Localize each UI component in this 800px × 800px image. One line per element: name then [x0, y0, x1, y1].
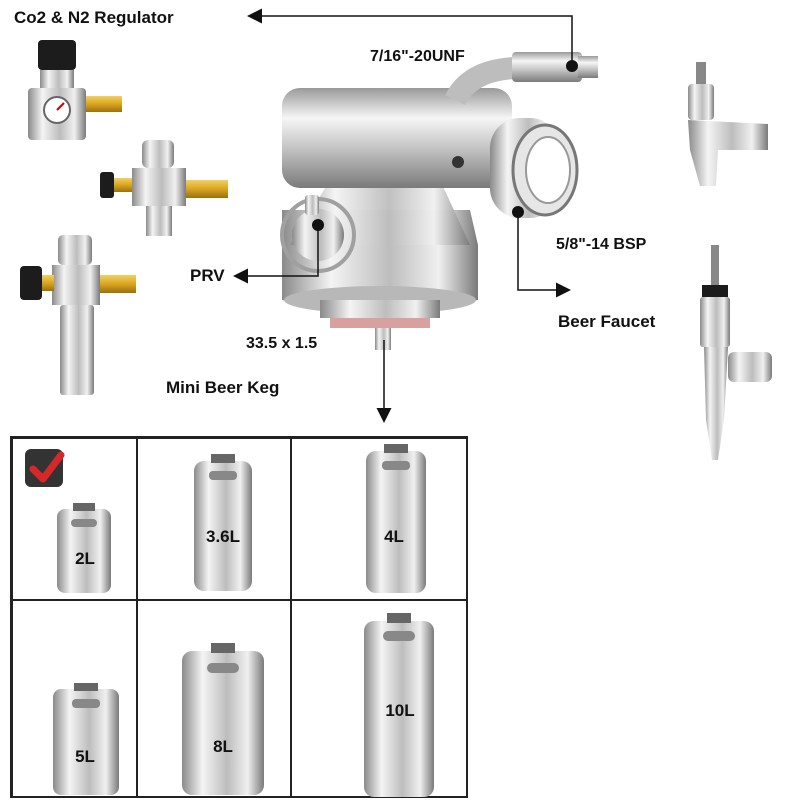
mini-keg-label: Mini Beer Keg	[166, 378, 280, 397]
regulator-label: Co2 & N2 Regulator	[14, 8, 174, 27]
keg-cell-8l[interactable]: 8L	[137, 600, 291, 798]
keg-size-grid: 2L 3.6L 4L 5L 8L	[10, 436, 468, 798]
beer-faucet-label: Beer Faucet	[558, 312, 656, 331]
keg-cell-2l[interactable]: 2L	[12, 438, 137, 600]
keg-2l-icon	[25, 449, 111, 593]
keg-size-8l: 8L	[213, 737, 233, 756]
keg-cell-3-6l[interactable]: 3.6L	[137, 438, 291, 600]
keg-3-6l-icon	[194, 454, 252, 591]
keg-cell-4l[interactable]: 4L	[291, 438, 468, 600]
faucet-1	[688, 62, 768, 186]
keg-cell-5l[interactable]: 5L	[12, 600, 137, 798]
keg-size-5l: 5L	[75, 747, 95, 766]
keg-5l-icon	[53, 683, 119, 795]
prv-label: PRV	[190, 266, 225, 285]
keg-size-10l: 10L	[385, 701, 415, 720]
regulator-1	[28, 40, 122, 140]
regulator-3	[20, 235, 136, 395]
keg-cell-10l[interactable]: 10L	[291, 600, 468, 798]
annotation-arrows	[233, 8, 578, 423]
faucet-2	[700, 245, 772, 460]
keg-size-4l: 4L	[384, 527, 404, 546]
keg-size-3-6l: 3.6L	[205, 527, 241, 546]
keg-size-2l: 2L	[75, 549, 95, 568]
keg-4l-icon	[366, 444, 426, 593]
keg-10l-icon	[364, 613, 434, 797]
keg-thread-label: 33.5 x 1.5	[246, 335, 318, 352]
faucet-thread-label: 5/8"-14 BSP	[556, 236, 647, 253]
keg-8l-icon	[182, 643, 264, 795]
regulator-2	[100, 140, 228, 236]
keg-coupler	[280, 52, 598, 350]
gas-thread-label: 7/16"-20UNF	[370, 48, 465, 65]
